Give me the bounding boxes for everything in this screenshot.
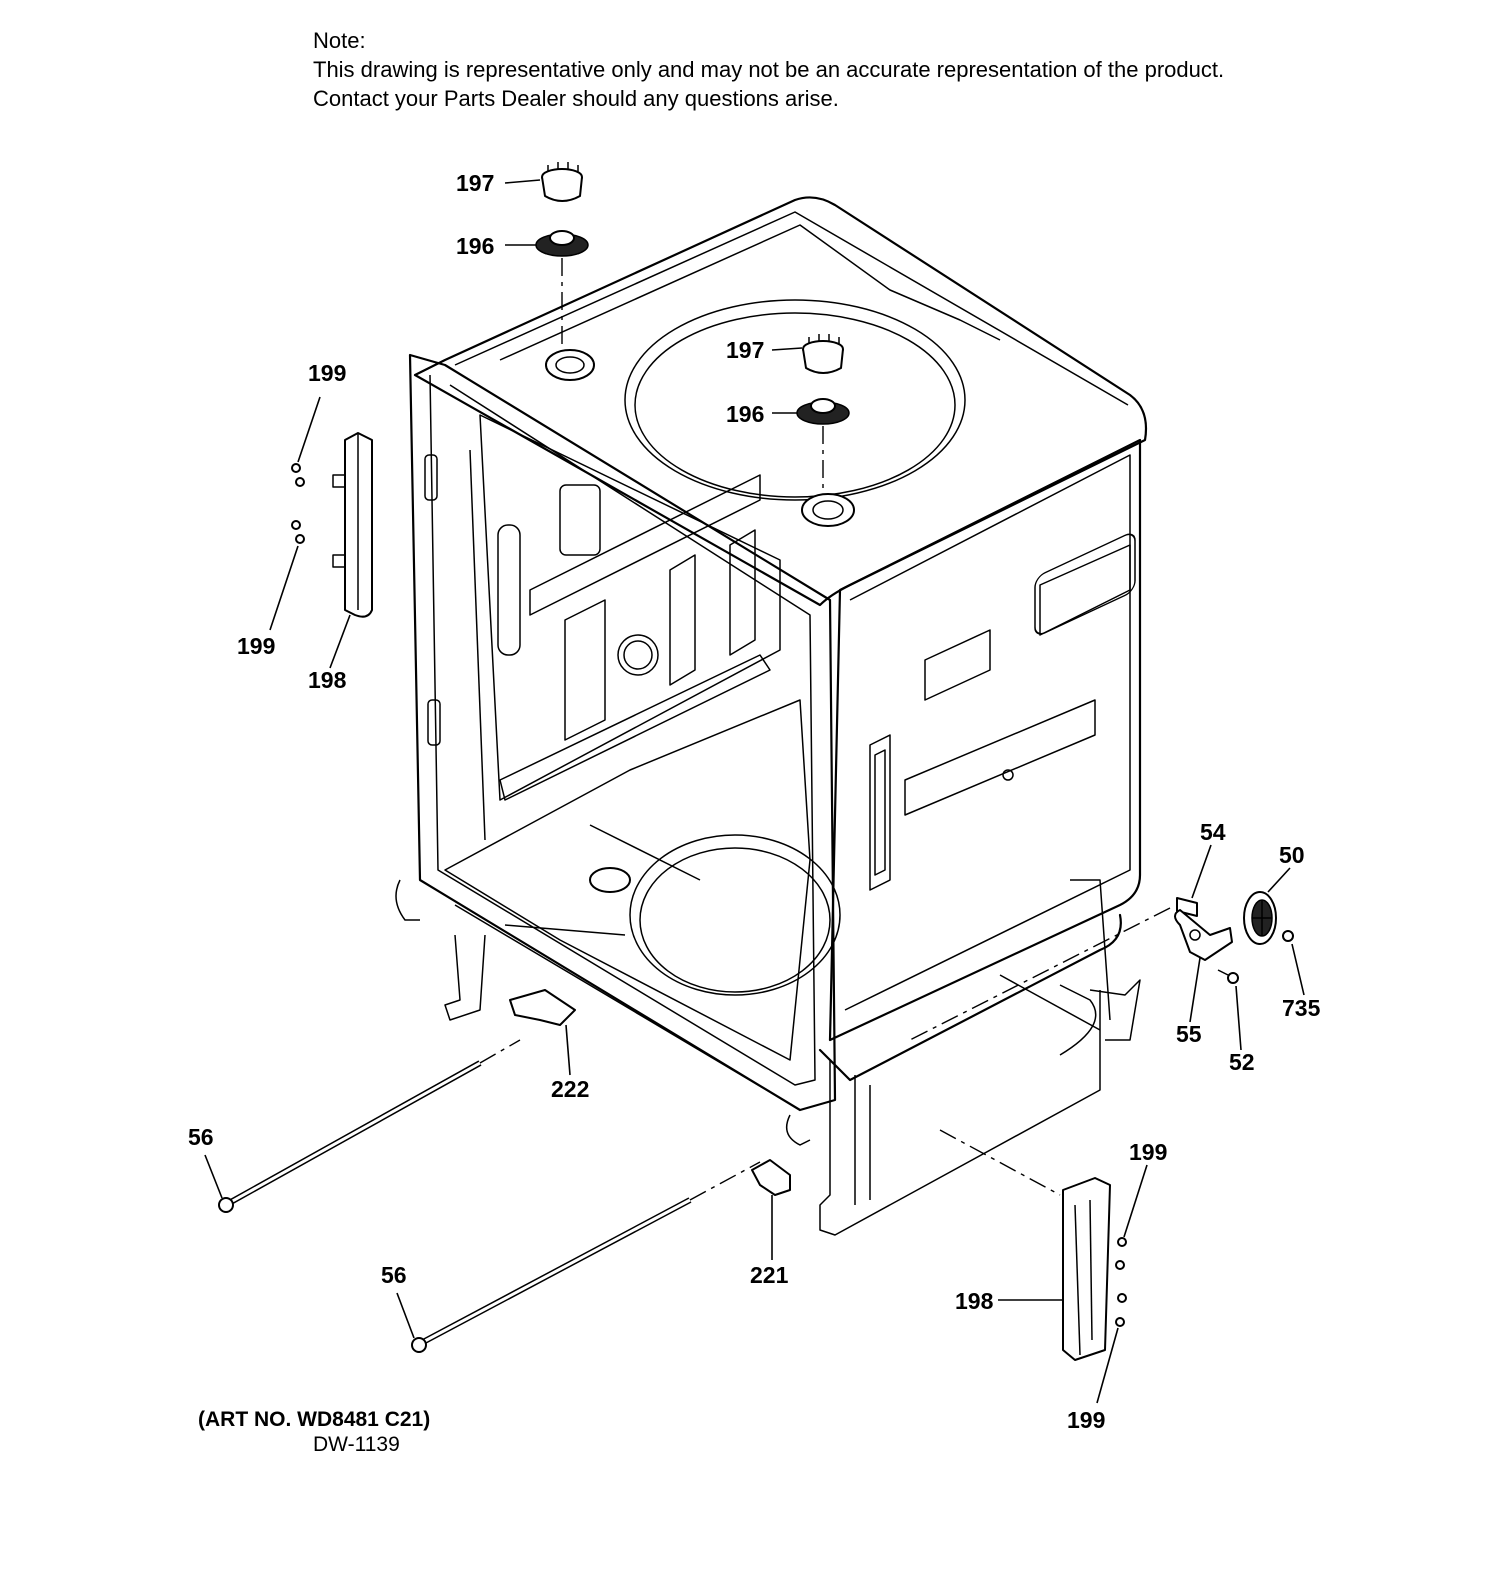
leader-lines bbox=[204, 179, 1305, 1404]
callout-221: 221 bbox=[750, 1262, 789, 1288]
callout-56-upper: 56 bbox=[188, 1124, 214, 1150]
callout-197-mid: 197 bbox=[726, 337, 764, 363]
part-199-right-screws bbox=[1115, 1237, 1127, 1327]
part-196-mid bbox=[796, 398, 850, 425]
note-line-2: Contact your Parts Dealer should any que… bbox=[313, 86, 839, 111]
note-heading: Note: bbox=[313, 28, 366, 53]
callout-196-mid: 196 bbox=[726, 401, 764, 427]
part-221-bracket bbox=[751, 1159, 791, 1196]
part-56-rod-upper bbox=[218, 1060, 482, 1213]
part-199-left-screws bbox=[291, 463, 305, 544]
tub-assembly bbox=[395, 196, 1148, 1236]
callout-labels: 197 196 197 196 199 199 198 54 50 735 55… bbox=[188, 170, 1321, 1433]
callout-196-top: 196 bbox=[456, 233, 494, 259]
callout-198-left: 198 bbox=[308, 667, 347, 693]
callout-50: 50 bbox=[1279, 842, 1305, 868]
callout-55: 55 bbox=[1176, 1021, 1202, 1047]
tub-base-frame bbox=[818, 913, 1122, 1082]
callout-735: 735 bbox=[1282, 995, 1321, 1021]
callout-56-lower: 56 bbox=[381, 1262, 407, 1288]
part-56-rod-lower bbox=[411, 1197, 692, 1353]
tub-top-surface bbox=[413, 196, 1148, 607]
part-735-screw bbox=[1282, 930, 1294, 942]
disclaimer-note: Note: This drawing is representative onl… bbox=[313, 26, 1224, 113]
part-52-screw bbox=[1217, 969, 1239, 984]
callout-199-left-top: 199 bbox=[308, 360, 346, 386]
part-198-right-bracket bbox=[1062, 1177, 1111, 1361]
callout-199-right-top: 199 bbox=[1129, 1139, 1167, 1165]
part-196-top bbox=[535, 230, 589, 257]
callout-54: 54 bbox=[1200, 819, 1226, 845]
drawing-number: DW-1139 bbox=[313, 1433, 400, 1456]
tub-right-side bbox=[828, 438, 1142, 1042]
part-50-wheel bbox=[1243, 891, 1277, 945]
part-55 bbox=[1174, 909, 1233, 961]
tub-front-frame bbox=[408, 353, 837, 1112]
callout-198-right: 198 bbox=[955, 1288, 994, 1314]
art-number: (ART NO. WD8481 C21) bbox=[198, 1408, 431, 1431]
part-222-bracket bbox=[509, 989, 576, 1026]
callout-199-left-bottom: 199 bbox=[237, 633, 275, 659]
callout-199-right-bottom: 199 bbox=[1067, 1407, 1105, 1433]
callout-52: 52 bbox=[1229, 1049, 1255, 1075]
part-197-top bbox=[541, 162, 583, 202]
callout-222: 222 bbox=[551, 1076, 589, 1102]
part-198-left-bracket bbox=[332, 432, 373, 618]
note-line-1: This drawing is representative only and … bbox=[313, 57, 1225, 82]
callout-197-top: 197 bbox=[456, 170, 494, 196]
part-197-mid bbox=[802, 334, 844, 374]
